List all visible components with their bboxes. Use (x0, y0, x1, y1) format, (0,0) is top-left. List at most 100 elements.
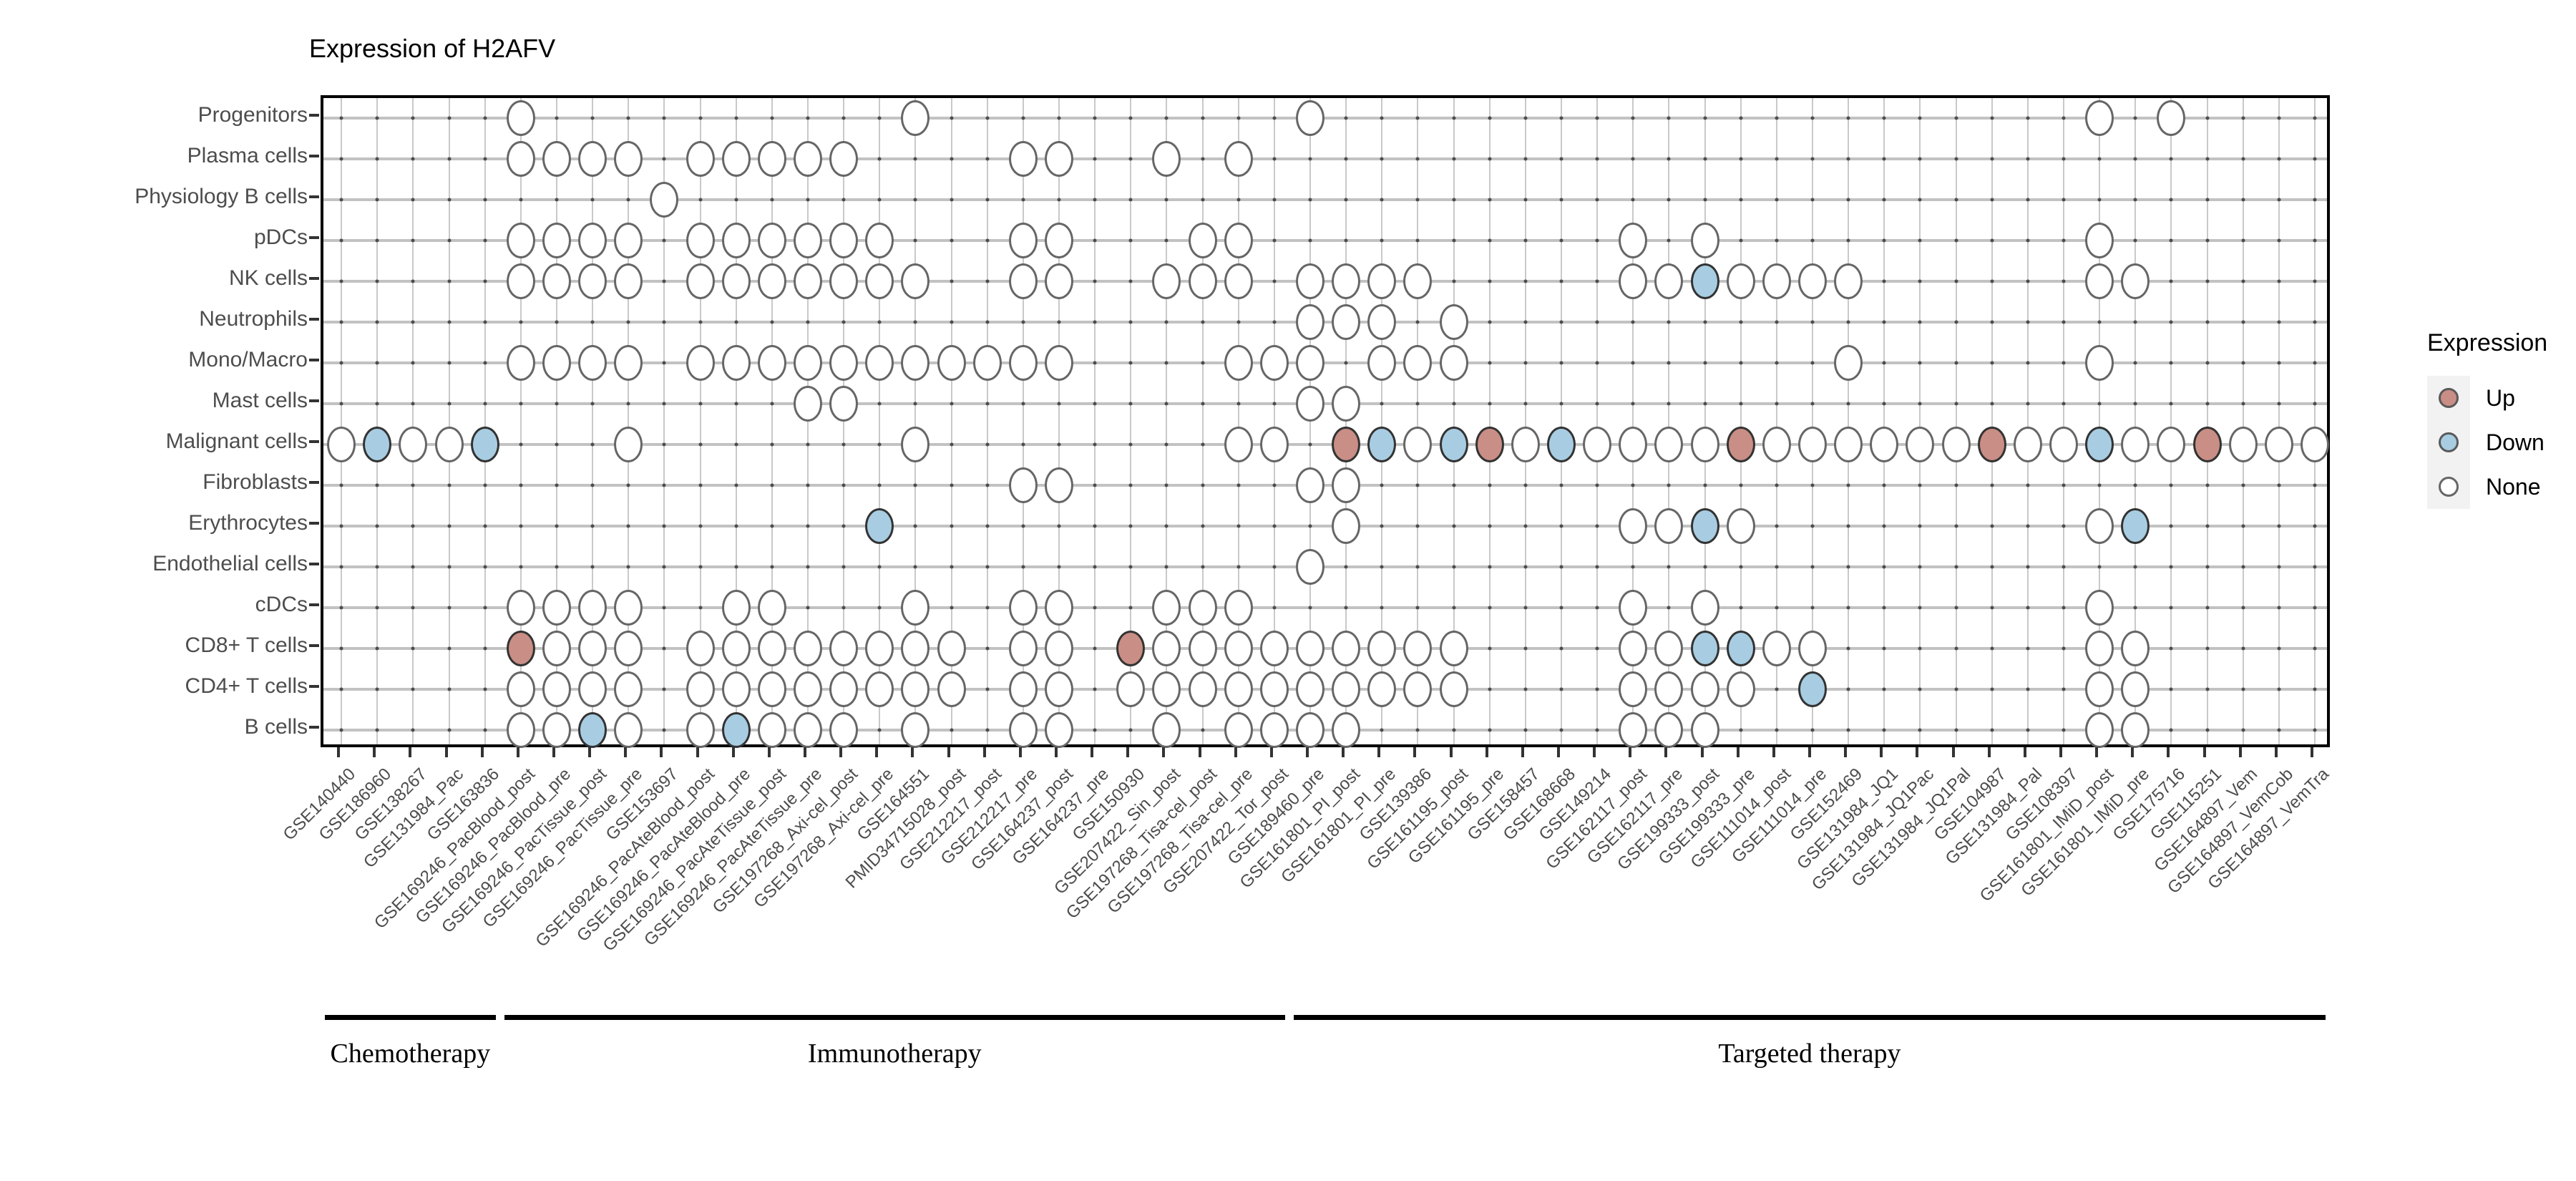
expression-dot[interactable] (363, 426, 392, 462)
expression-dot[interactable] (1008, 589, 1038, 626)
expression-dot[interactable] (1332, 426, 1361, 462)
expression-dot[interactable] (1332, 386, 1361, 422)
expression-dot[interactable] (1044, 223, 1073, 259)
expression-dot[interactable] (1008, 263, 1038, 300)
expression-dot[interactable] (2157, 100, 2186, 137)
expression-dot[interactable] (1690, 589, 1719, 626)
expression-dot[interactable] (686, 141, 715, 178)
legend-item[interactable]: None (2427, 465, 2576, 509)
expression-dot[interactable] (2085, 100, 2114, 137)
expression-dot[interactable] (686, 263, 715, 300)
expression-dot[interactable] (542, 589, 571, 626)
expression-dot[interactable] (1834, 263, 1863, 300)
expression-dot[interactable] (1332, 263, 1361, 300)
expression-dot[interactable] (721, 630, 751, 666)
expression-dot[interactable] (1403, 345, 1433, 381)
expression-dot[interactable] (829, 263, 859, 300)
expression-dot[interactable] (757, 589, 786, 626)
expression-dot[interactable] (1332, 507, 1361, 544)
expression-dot[interactable] (1583, 426, 1612, 462)
expression-dot[interactable] (937, 630, 966, 666)
expression-dot[interactable] (506, 223, 535, 259)
expression-dot[interactable] (829, 345, 859, 381)
expression-dot[interactable] (901, 345, 930, 381)
expression-dot[interactable] (2013, 426, 2042, 462)
expression-dot[interactable] (757, 345, 786, 381)
expression-dot[interactable] (470, 426, 499, 462)
expression-dot[interactable] (937, 345, 966, 381)
expression-dot[interactable] (434, 426, 464, 462)
expression-dot[interactable] (506, 630, 535, 666)
expression-dot[interactable] (2049, 426, 2078, 462)
expression-dot[interactable] (901, 100, 930, 137)
expression-dot[interactable] (1619, 263, 1648, 300)
expression-dot[interactable] (1295, 304, 1324, 341)
expression-dot[interactable] (2264, 426, 2293, 462)
expression-dot[interactable] (1295, 386, 1324, 422)
expression-dot[interactable] (1224, 589, 1253, 626)
expression-dot[interactable] (542, 630, 571, 666)
expression-dot[interactable] (829, 223, 859, 259)
expression-dot[interactable] (721, 263, 751, 300)
expression-dot[interactable] (1188, 589, 1217, 626)
expression-dot[interactable] (2121, 507, 2150, 544)
expression-dot[interactable] (1439, 304, 1468, 341)
expression-dot[interactable] (1224, 141, 1253, 178)
expression-dot[interactable] (829, 141, 859, 178)
expression-dot[interactable] (829, 386, 859, 422)
expression-dot[interactable] (865, 223, 894, 259)
expression-dot[interactable] (1367, 345, 1397, 381)
expression-dot[interactable] (1690, 426, 1719, 462)
expression-dot[interactable] (1619, 589, 1648, 626)
expression-dot[interactable] (1259, 426, 1289, 462)
expression-dot[interactable] (1044, 630, 1073, 666)
expression-dot[interactable] (1332, 304, 1361, 341)
expression-dot[interactable] (1008, 630, 1038, 666)
expression-dot[interactable] (793, 223, 822, 259)
expression-dot[interactable] (1332, 467, 1361, 503)
expression-dot[interactable] (578, 263, 608, 300)
expression-dot[interactable] (829, 630, 859, 666)
expression-dot[interactable] (650, 182, 679, 218)
expression-dot[interactable] (2192, 426, 2222, 462)
expression-dot[interactable] (1654, 507, 1684, 544)
expression-dot[interactable] (1439, 345, 1468, 381)
expression-dot[interactable] (1044, 141, 1073, 178)
expression-dot[interactable] (1726, 507, 1755, 544)
expression-dot[interactable] (1295, 100, 1324, 137)
expression-dot[interactable] (1044, 589, 1073, 626)
expression-dot[interactable] (1619, 426, 1648, 462)
expression-dot[interactable] (1295, 263, 1324, 300)
expression-dot[interactable] (1654, 263, 1684, 300)
expression-dot[interactable] (1259, 345, 1289, 381)
expression-dot[interactable] (1044, 263, 1073, 300)
expression-dot[interactable] (1906, 426, 1935, 462)
expression-dot[interactable] (542, 263, 571, 300)
expression-dot[interactable] (1403, 426, 1433, 462)
expression-dot[interactable] (542, 345, 571, 381)
expression-dot[interactable] (1439, 426, 1468, 462)
expression-dot[interactable] (793, 630, 822, 666)
expression-dot[interactable] (1008, 141, 1038, 178)
expression-dot[interactable] (578, 589, 608, 626)
expression-dot[interactable] (1690, 507, 1719, 544)
expression-dot[interactable] (1511, 426, 1540, 462)
expression-dot[interactable] (2121, 426, 2150, 462)
expression-dot[interactable] (1475, 426, 1504, 462)
expression-dot[interactable] (757, 141, 786, 178)
expression-dot[interactable] (506, 589, 535, 626)
expression-dot[interactable] (757, 630, 786, 666)
expression-dot[interactable] (1008, 223, 1038, 259)
expression-dot[interactable] (2121, 263, 2150, 300)
expression-dot[interactable] (2085, 426, 2114, 462)
expression-dot[interactable] (1690, 223, 1719, 259)
expression-dot[interactable] (757, 223, 786, 259)
expression-dot[interactable] (1977, 426, 2006, 462)
expression-dot[interactable] (1224, 345, 1253, 381)
expression-dot[interactable] (614, 263, 643, 300)
expression-dot[interactable] (2085, 263, 2114, 300)
expression-dot[interactable] (721, 223, 751, 259)
expression-dot[interactable] (2228, 426, 2258, 462)
expression-dot[interactable] (506, 263, 535, 300)
expression-dot[interactable] (1797, 426, 1827, 462)
